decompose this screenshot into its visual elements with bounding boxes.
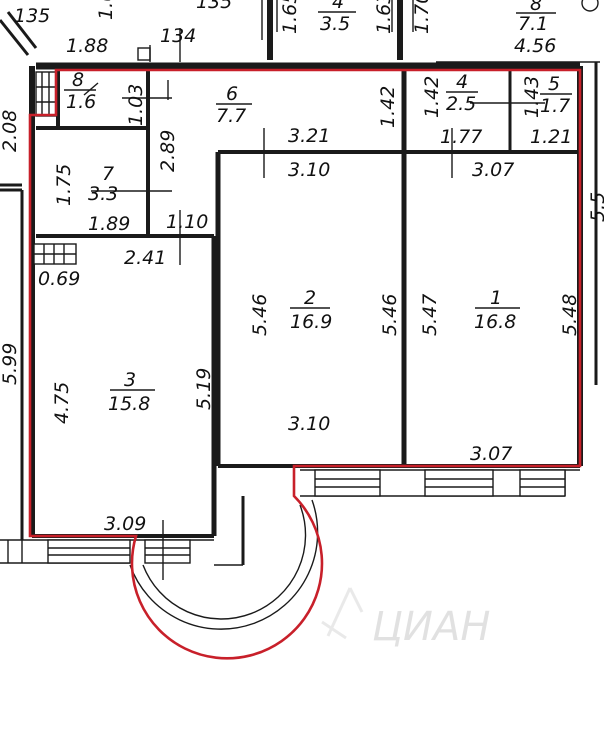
- room-2-number: 2: [304, 287, 316, 309]
- neighbor-8-area: 7.1: [518, 13, 548, 35]
- dim-left-208: 2.08: [0, 110, 21, 152]
- room-3-area: 15.8: [108, 393, 150, 415]
- room-2-area: 16.9: [290, 311, 332, 333]
- dim-r1-307-top: 3.07: [472, 159, 514, 181]
- dim-r3-519: 5.19: [193, 368, 215, 410]
- room-4-area: 2.5: [446, 93, 476, 115]
- dim-top-165: 1.65: [279, 0, 301, 34]
- dim-top-170: 1.70: [411, 0, 433, 34]
- dim-r1-547: 5.47: [419, 294, 441, 336]
- dim-r7-189: 1.89: [88, 213, 130, 235]
- dim-c-241: 2.41: [124, 247, 166, 269]
- room-8-area: 1.6: [66, 91, 96, 113]
- room-1-number: 1: [490, 287, 502, 309]
- room-6-number: 6: [226, 83, 238, 105]
- dimension-lines: [83, 80, 545, 580]
- dim-r3-309: 3.09: [104, 513, 146, 535]
- vent-shafts: [33, 71, 77, 265]
- dim-r1-307-bottom: 3.07: [470, 443, 512, 465]
- watermark-logo-icon: [321, 587, 364, 640]
- dim-r6-142: 1.42: [377, 86, 399, 128]
- room-8-number: 8: [72, 69, 84, 91]
- room-5-area: 1.7: [540, 95, 570, 117]
- dim-c-069: 0.69: [38, 268, 80, 290]
- dim-top-163: 1.63: [373, 0, 395, 34]
- dim-top-188: 1.88: [66, 35, 108, 57]
- dim-c-121: 1.21: [530, 126, 572, 148]
- watermark-text: ЦИАН: [372, 604, 490, 650]
- dimension-labels: 1.03 1.42 2.89 1.42 1.43 3.21 1.77 1.21 …: [38, 76, 581, 535]
- dim-c-110: 1.10: [166, 211, 208, 233]
- dim-r2-546-right: 5.46: [379, 294, 401, 336]
- dim-top-16: 1.6: [95, 0, 117, 20]
- apartment-outline: [28, 68, 582, 660]
- dim-r2-310-top: 3.10: [288, 159, 330, 181]
- dim-r3-475: 4.75: [51, 382, 73, 424]
- dim-top-456: 4.56: [514, 35, 556, 57]
- neighbor-walls: [0, 0, 600, 540]
- dim-r4-142: 1.42: [421, 76, 443, 118]
- room-1-area: 16.8: [474, 311, 516, 333]
- neighbor-4-area: 3.5: [320, 13, 350, 35]
- room-5-number: 5: [548, 73, 560, 95]
- room-7-number: 7: [102, 163, 114, 185]
- neighbor-4-number: 4: [332, 0, 344, 13]
- room-6-area: 7.7: [216, 105, 246, 127]
- dim-top-135a: 135: [14, 5, 50, 27]
- room-4-number: 4: [456, 71, 468, 93]
- dim-r2-546-left: 5.46: [249, 294, 271, 336]
- dim-r2-310-bottom: 3.10: [288, 413, 330, 435]
- dim-top-135b: 135: [196, 0, 232, 13]
- room-3-number: 3: [124, 369, 136, 391]
- dim-r7-175: 1.75: [53, 164, 75, 206]
- balcony: [129, 499, 319, 630]
- dim-r6-103: 1.03: [125, 84, 147, 126]
- dim-left-599: 5.99: [0, 343, 21, 385]
- dim-right-edge: 5.5: [587, 192, 604, 222]
- neighbor-labels: 135 135 134 1.88 1.65 1.63 1.70 1.6 4.56…: [0, 0, 604, 385]
- room-7-area: 3.3: [88, 183, 118, 205]
- dim-top-134: 134: [160, 25, 196, 47]
- windows: [7, 469, 566, 564]
- dim-r6-289: 2.89: [157, 130, 179, 172]
- dim-r5-143: 1.43: [521, 76, 543, 118]
- dim-c-177: 1.77: [440, 126, 482, 148]
- neighbor-8-number: 8: [530, 0, 542, 15]
- dim-r1-548: 5.48: [559, 294, 581, 336]
- dim-c-321: 3.21: [288, 125, 330, 147]
- room-labels: 8 1.6 6 7.7 4 2.5 5 1.7 7 3.3 2 16.9 1 1…: [64, 69, 572, 415]
- watermark: ЦИАН: [321, 587, 490, 650]
